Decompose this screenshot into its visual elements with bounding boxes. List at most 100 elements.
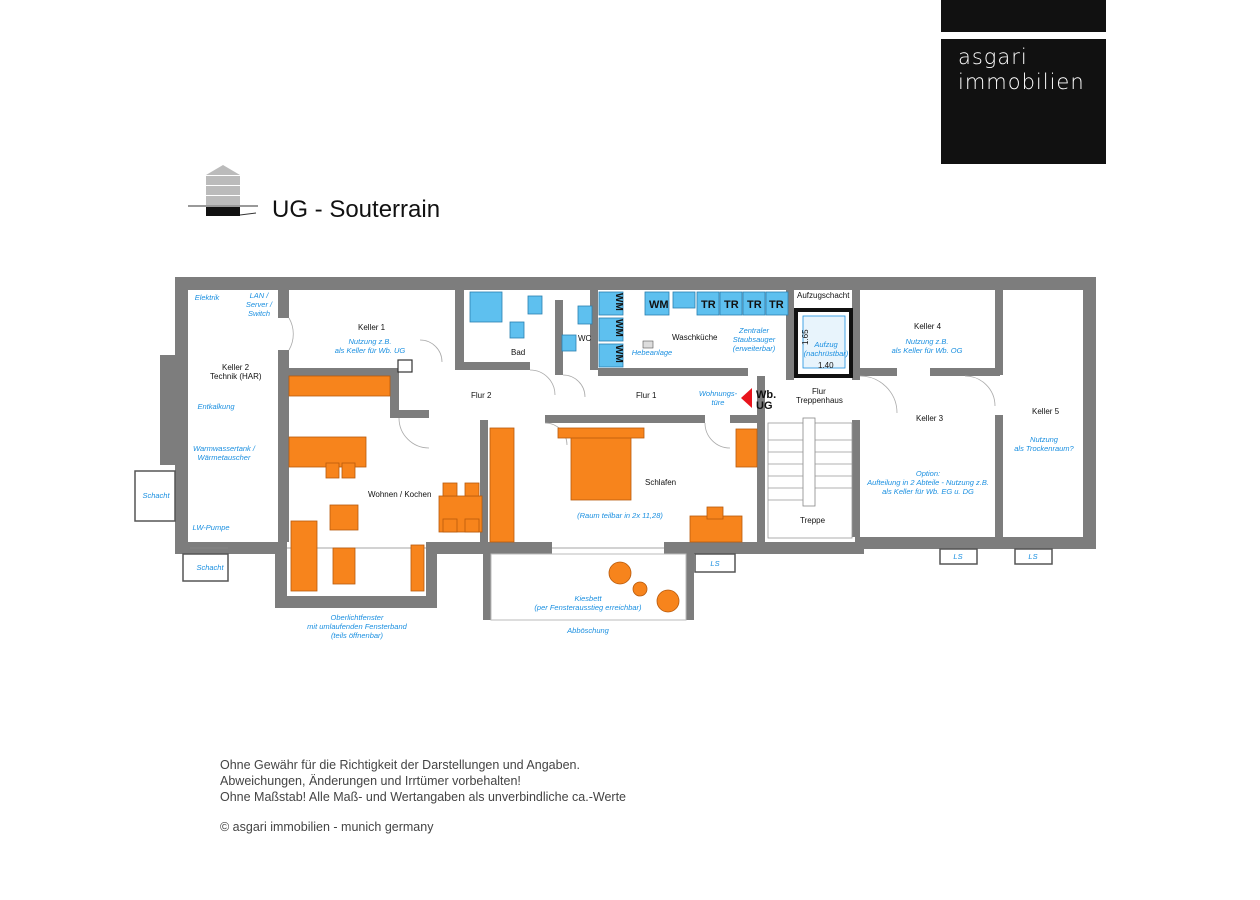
elevator-shaft [794, 308, 853, 378]
bar-stool-1 [325, 462, 340, 479]
note-keller4-1: Nutzung z.B. [906, 337, 949, 346]
roof-shape [206, 165, 240, 175]
note-option2: Aufteilung in 2 Abteile - Nutzung z.B. [866, 478, 989, 487]
toilet-bad [527, 295, 543, 315]
label-flur: Flur [812, 387, 826, 396]
tr-1 [696, 291, 720, 316]
wall-right [1083, 277, 1096, 549]
armchair [329, 504, 359, 531]
walls [160, 277, 1096, 620]
note-entkalkung: Entkalkung [197, 402, 235, 411]
garden-table [632, 581, 648, 597]
dim-width: 1.40 [818, 361, 834, 370]
logo-line1: asgari [958, 45, 1028, 69]
schacht-left [134, 470, 176, 522]
level-1 [206, 196, 240, 205]
tr-4 [765, 291, 789, 316]
wall-bottom-mid2 [664, 542, 864, 554]
wall-schlafen-top [545, 415, 705, 423]
marker-line2: UG [756, 400, 773, 412]
wall-k3-top-b [930, 368, 1000, 376]
wall-treppe-right [852, 420, 860, 537]
logo-bar [941, 32, 1106, 39]
note-lwpumpe: LW-Pumpe [192, 523, 229, 532]
kitchen-island [288, 436, 367, 468]
level-2 [206, 186, 240, 195]
wall-bottom-right [855, 537, 1096, 549]
label-wohnen: Wohnen / Kochen [368, 490, 431, 499]
wm-3 [598, 343, 624, 368]
wm-4 [644, 291, 670, 316]
note-aufzug2: (nachrüstbar) [804, 349, 849, 358]
note-schacht-left: Schacht [142, 491, 170, 500]
wm-label-1: WM [613, 293, 624, 311]
wall-k3-top-a [860, 368, 897, 376]
level-basement-active [206, 207, 240, 216]
wall-left [175, 277, 188, 554]
dining-chair-1 [442, 482, 458, 497]
tr-3 [742, 291, 766, 316]
furniture [288, 375, 758, 613]
note-kies2: (per Fensterausstieg erreichbar) [534, 603, 642, 612]
wall-wohnen-right [426, 542, 437, 608]
note-keller1-2: als Keller für Wb. UG [335, 346, 406, 355]
note-raum: (Raum teilbar in 2x 11,28) [577, 511, 663, 520]
wall-treppe-left [757, 376, 765, 546]
label-treppe: Treppe [800, 516, 826, 525]
note-ober2: mit umlaufenden Fensterband [307, 622, 407, 631]
label-aufzugschacht: Aufzugschacht [797, 291, 850, 300]
label-flur1: Flur 1 [636, 391, 657, 400]
sofa [290, 520, 318, 592]
note-wtuer2: türe [712, 398, 725, 407]
wall-aufzug-left [786, 290, 794, 380]
note-staub3: (erweiterbar) [733, 344, 776, 353]
logo-line2: immobilien [958, 70, 1085, 94]
label-keller4: Keller 4 [914, 322, 942, 331]
bed [570, 435, 632, 501]
note-staub1: Zentraler [738, 326, 770, 335]
label-keller1: Keller 1 [358, 323, 386, 332]
wall-kies-left [483, 554, 491, 620]
tr-label-4: TR [769, 299, 784, 311]
wall-k2-upper [278, 290, 289, 318]
note-hebeanlage: Hebeanlage [632, 348, 672, 357]
shower [469, 291, 503, 323]
label-keller5: Keller 5 [1032, 407, 1060, 416]
wall-k2-lower [278, 350, 289, 542]
label-schlafen: Schlafen [645, 478, 676, 487]
dining-chair-3 [442, 518, 458, 533]
wardrobe-left [489, 427, 515, 543]
note-option3: als Keller für Wb. EG u. DG [882, 487, 974, 496]
note-wtuer1: Wohnungs- [699, 389, 738, 398]
room-labels: Keller 1 Keller 2 Technik (HAR) Keller 3… [210, 291, 1060, 525]
tr-2 [719, 291, 743, 316]
wall-wohnen-left [275, 542, 287, 608]
label-keller3: Keller 3 [916, 414, 944, 423]
wall-schlafen-top2 [730, 415, 765, 423]
label-keller2: Keller 2 [222, 363, 250, 372]
ls-box-1 [694, 553, 736, 573]
note-keller4-2: als Keller für Wb. OG [892, 346, 963, 355]
label-keller2-sub: Technik (HAR) [210, 372, 262, 381]
wall-ext-left [160, 355, 175, 465]
ground-slope [239, 212, 257, 216]
wall-bad-bottom [455, 362, 530, 370]
wall-wohnen-bottom [275, 596, 437, 608]
marker-line1: Wb. [756, 389, 776, 401]
wall-aufzug-right [852, 290, 860, 380]
wm-label-4: WM [649, 299, 669, 311]
wall-bottom-mid [426, 542, 552, 554]
wall-wasch-bottom [598, 368, 748, 376]
wall-wohnen-schlafen [480, 420, 488, 542]
bar-stool-2 [341, 462, 356, 479]
note-warm1: Warmwassertank / [193, 444, 256, 453]
note-ls-2: LS [953, 552, 962, 561]
tr-label-3: TR [747, 299, 762, 311]
wall-wasch-left [590, 290, 598, 370]
copyright: © asgari immobilien - munich germany [220, 820, 434, 834]
wall-k3-k5 [995, 415, 1003, 537]
note-lan3: Switch [248, 309, 270, 318]
sink-wc [561, 334, 577, 352]
note-schacht-bottom: Schacht [196, 563, 224, 572]
label-treppenhaus: Treppenhaus [796, 396, 843, 405]
